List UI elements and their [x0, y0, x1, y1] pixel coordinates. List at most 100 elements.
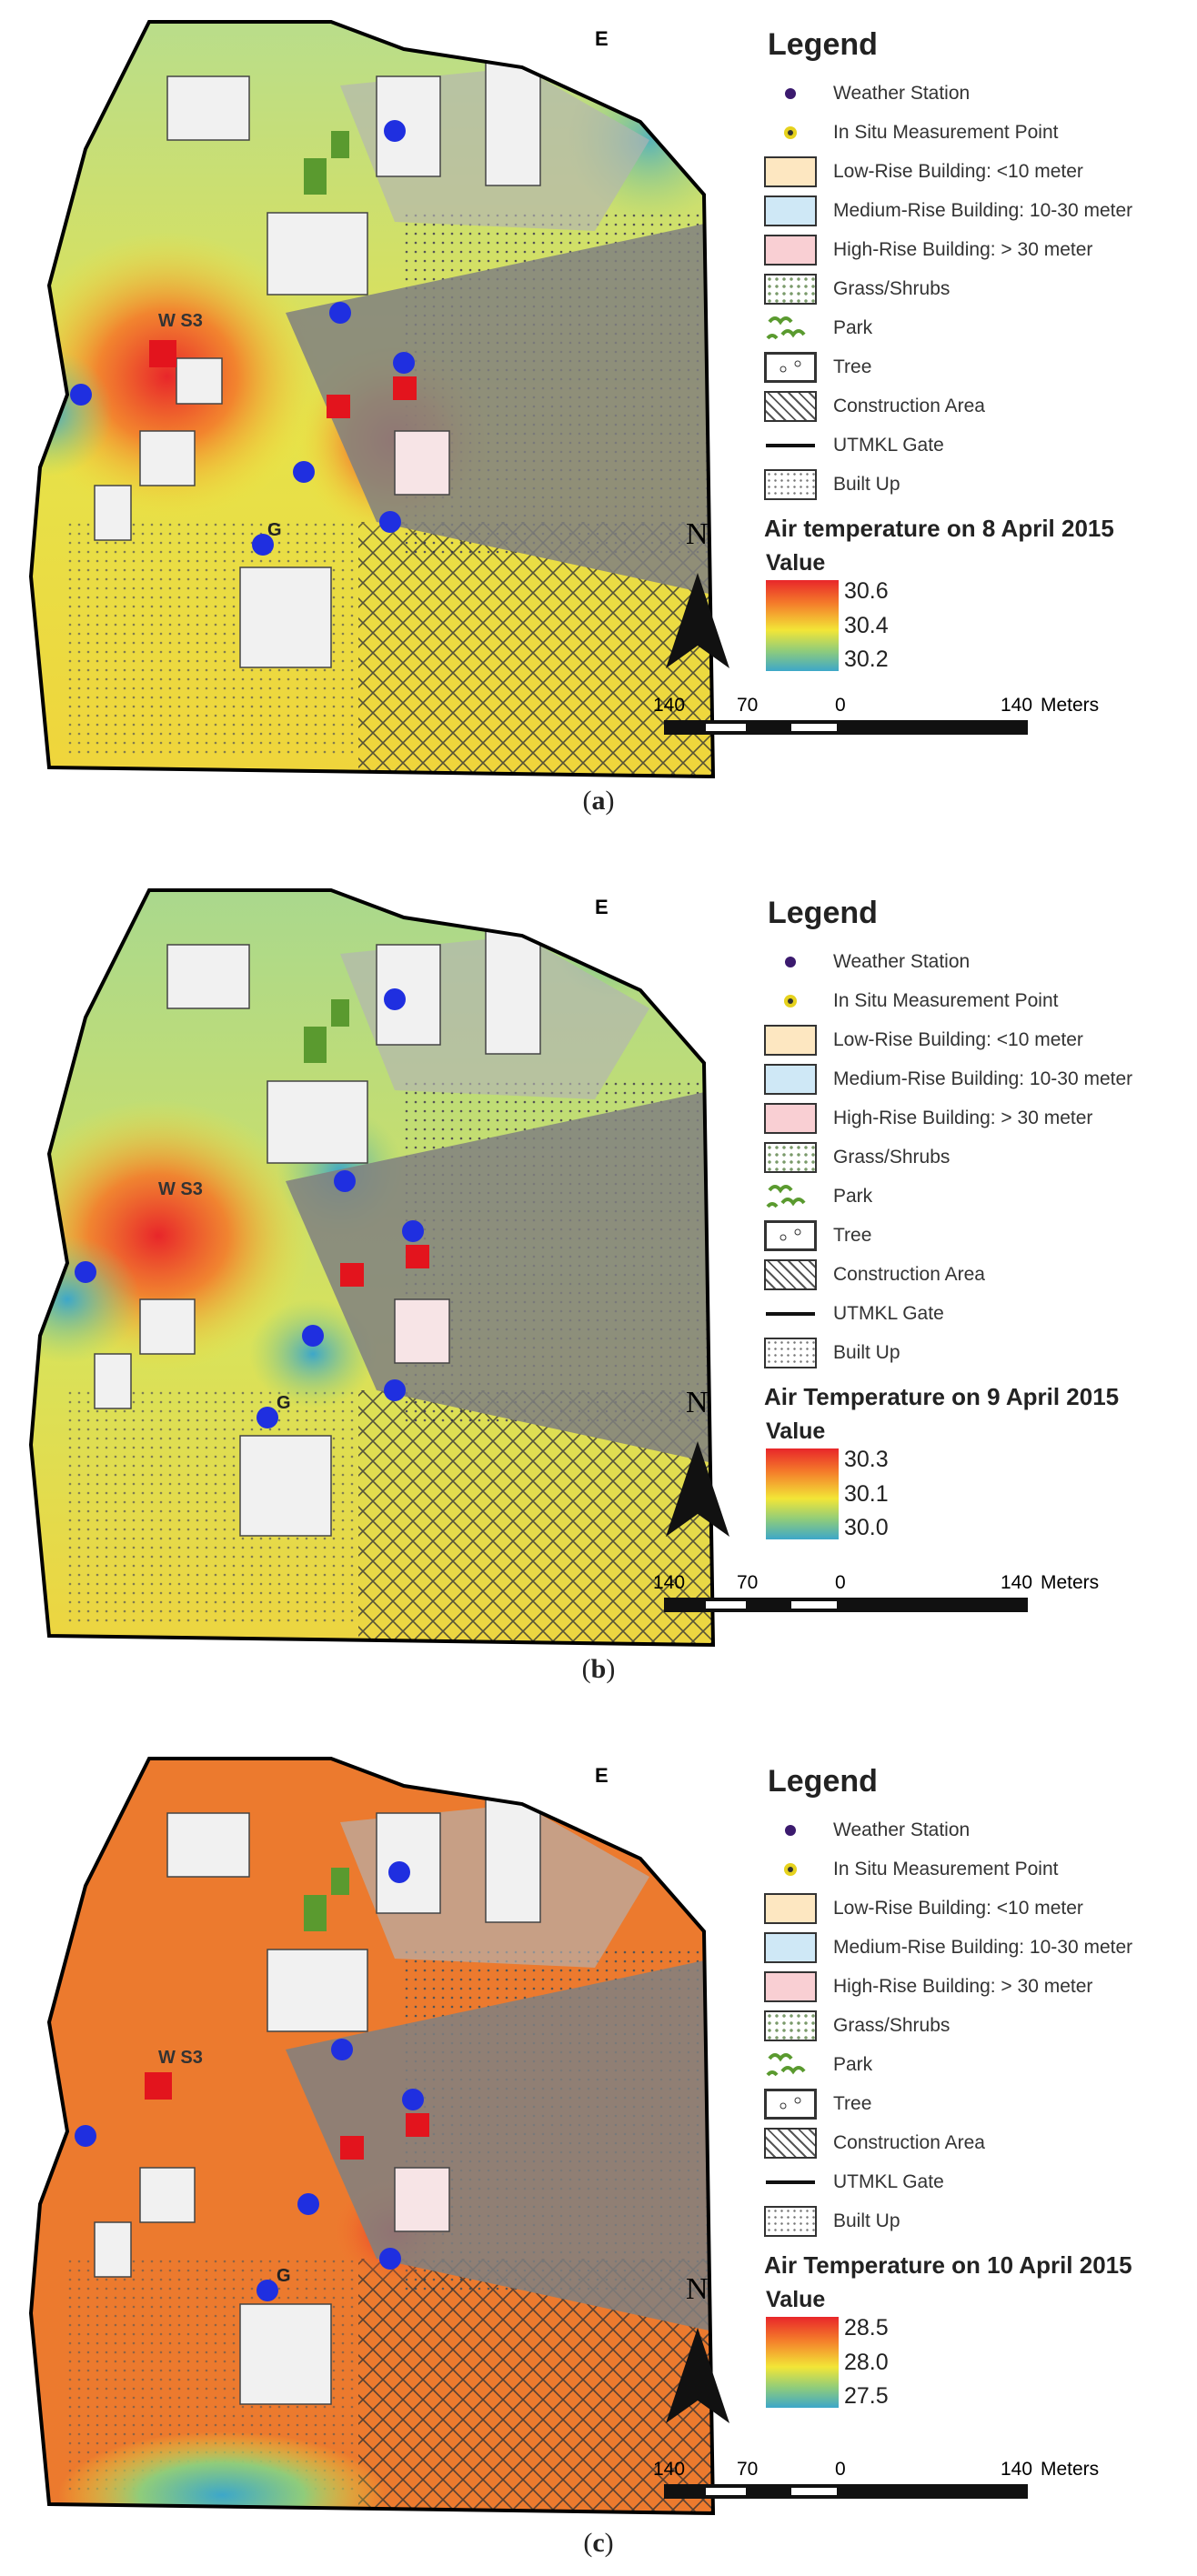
svg-text:Meters: Meters [1041, 1572, 1099, 1593]
legend-item-grass: Grass/Shrubs [764, 269, 1182, 308]
legend-item-park: Park [764, 308, 1182, 347]
legend-item-construction: Construction Area [764, 1255, 1182, 1294]
svg-text:140: 140 [653, 2459, 685, 2480]
medium-rise-swatch [764, 195, 817, 226]
svg-text:140: 140 [653, 695, 685, 716]
svg-text:0: 0 [835, 1572, 846, 1593]
gate-line-icon [764, 2167, 817, 2198]
ramp-tick-high: 30.3 [844, 1447, 889, 1472]
gate-label-e: E [595, 1764, 609, 1787]
map-legend-c: Legend Weather Station In Situ Measureme… [764, 1764, 1182, 2408]
legend-item-in-situ: In Situ Measurement Point [764, 113, 1182, 152]
north-arrow-icon: N [666, 517, 729, 668]
medium-rise-swatch [764, 1063, 817, 1095]
legend-item-weather-station: Weather Station [764, 942, 1182, 981]
legend-item-built-up: Built Up [764, 1333, 1182, 1372]
legend-item-low-rise: Low-Rise Building: <10 meter [764, 1020, 1182, 1059]
park-swatch [764, 1181, 817, 1212]
figure-caption-a: (a) [582, 786, 615, 816]
gate-label-g: G [267, 520, 282, 540]
construction-hatch-swatch [764, 2127, 817, 2159]
svg-text:0: 0 [835, 2459, 846, 2480]
legend-item-weather-station: Weather Station [764, 1810, 1182, 1849]
value-label: Value [766, 2287, 826, 2312]
tree-swatch [764, 351, 817, 383]
gate-label-e: E [595, 27, 609, 50]
temperature-title-a: Air temperature on 8 April 2015 [764, 515, 1114, 542]
value-label: Value [766, 550, 826, 576]
park-swatch [764, 2050, 817, 2080]
construction-hatch-swatch [764, 390, 817, 422]
color-ramp-a: 30.6 30.4 30.2 [766, 580, 1182, 671]
legend-item-grass: Grass/Shrubs [764, 2006, 1182, 2045]
measurement-point-icon [764, 117, 817, 148]
legend-item-in-situ: In Situ Measurement Point [764, 1849, 1182, 1889]
legend-item-tree: Tree [764, 347, 1182, 386]
svg-text:70: 70 [737, 1572, 758, 1593]
gate-label-e: E [595, 896, 609, 918]
medium-rise-swatch [764, 1931, 817, 1963]
measurement-point-icon [764, 1854, 817, 1885]
legend-item-medium-rise: Medium-Rise Building: 10-30 meter [764, 1059, 1182, 1098]
park-swatch [764, 313, 817, 344]
ramp-tick-low: 27.5 [844, 2383, 889, 2409]
construction-hatch-swatch [764, 1258, 817, 1290]
svg-text:0: 0 [835, 695, 846, 716]
legend-item-weather-station: Weather Station [764, 74, 1182, 113]
tree-swatch [764, 1219, 817, 1251]
grass-shrubs-swatch [764, 1141, 817, 1173]
legend-item-high-rise: High-Rise Building: > 30 meter [764, 1967, 1182, 2006]
legend-item-gate: UTMKL Gate [764, 2162, 1182, 2201]
legend-item-high-rise: High-Rise Building: > 30 meter [764, 1098, 1182, 1138]
svg-text:N: N [686, 517, 709, 551]
grass-shrubs-swatch [764, 273, 817, 305]
legend-item-construction: Construction Area [764, 386, 1182, 426]
svg-text:140: 140 [1001, 2459, 1032, 2480]
gate-label-g: G [277, 2266, 291, 2286]
figure-caption-b: (b) [581, 1654, 616, 1684]
svg-text:140: 140 [1001, 695, 1032, 716]
grass-shrubs-swatch [764, 2010, 817, 2041]
color-ramp-c: 28.5 28.0 27.5 [766, 2317, 1182, 2408]
legend-title: Legend [768, 27, 878, 62]
legend-item-grass: Grass/Shrubs [764, 1138, 1182, 1177]
ramp-tick-low: 30.2 [844, 647, 889, 672]
temperature-title-b: Air Temperature on 9 April 2015 [764, 1383, 1120, 1410]
gate-label-g: G [277, 1393, 291, 1413]
weather-station-dot-icon [764, 78, 817, 109]
station-label-ws3: W S3 [158, 2048, 203, 2068]
legend-item-park: Park [764, 1177, 1182, 1216]
campus-temperature-map-c: E W S3 G [28, 1757, 716, 2516]
gate-line-icon [764, 430, 817, 461]
temperature-title-c: Air Temperature on 10 April 2015 [764, 2251, 1132, 2279]
legend-item-gate: UTMKL Gate [764, 426, 1182, 465]
legend-item-low-rise: Low-Rise Building: <10 meter [764, 152, 1182, 191]
ramp-tick-mid: 30.1 [844, 1480, 889, 1507]
scale-bar-b: 140 70 0 140 Meters [653, 1572, 1099, 1612]
campus-temperature-map-b: E W S3 G [28, 888, 716, 1648]
ramp-tick-high: 28.5 [844, 2315, 889, 2340]
weather-station-dot-icon [764, 947, 817, 977]
ramp-tick-high: 30.6 [844, 578, 889, 604]
svg-text:N: N [686, 2272, 709, 2306]
legend-item-construction: Construction Area [764, 2123, 1182, 2162]
legend-title: Legend [768, 896, 878, 930]
legend-item-in-situ: In Situ Measurement Point [764, 981, 1182, 1020]
weather-station-dot-icon [764, 1815, 817, 1846]
high-rise-swatch [764, 1102, 817, 1134]
legend-title: Legend [768, 1764, 878, 1799]
gate-line-icon [764, 1298, 817, 1329]
campus-temperature-map-a: E W S3 G [28, 20, 716, 779]
legend-item-gate: UTMKL Gate [764, 1294, 1182, 1333]
ramp-tick-mid: 30.4 [844, 612, 889, 638]
color-ramp-b: 30.3 30.1 30.0 [766, 1448, 1182, 1539]
station-label-ws3: W S3 [158, 1179, 203, 1199]
low-rise-swatch [764, 1892, 817, 1924]
ramp-tick-mid: 28.0 [844, 2349, 889, 2375]
scale-bar-a: 140 70 0 140 Meters [653, 695, 1099, 735]
north-arrow-icon: N [666, 2272, 729, 2423]
legend-item-high-rise: High-Rise Building: > 30 meter [764, 230, 1182, 269]
high-rise-swatch [764, 234, 817, 266]
legend-item-built-up: Built Up [764, 2201, 1182, 2240]
north-arrow-icon: N [666, 1386, 729, 1537]
